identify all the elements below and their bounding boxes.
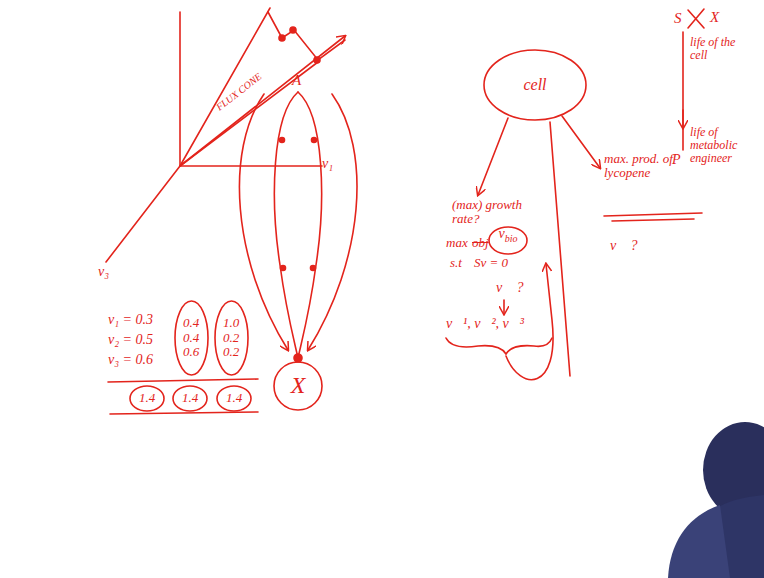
metabolite-dot <box>294 354 302 362</box>
handwritten-note: max <box>446 236 468 250</box>
axis-v1 <box>180 165 322 167</box>
node-text: 1.4 <box>226 391 242 406</box>
node-outline-ellipse <box>489 227 527 254</box>
handwritten-note: A <box>292 72 301 89</box>
node-text: bio <box>505 233 518 245</box>
node-text: cell <box>523 76 546 94</box>
node-outline-ellipse <box>484 50 586 120</box>
handwritten-note: S <box>674 10 682 27</box>
node-text: 0.6 <box>183 345 199 360</box>
node-text: 1.4 <box>182 391 198 406</box>
handwritten-note: s.t <box>450 256 462 270</box>
node-outline-ellipse <box>217 386 251 411</box>
node-text: 0.4 <box>183 331 199 346</box>
node-text: 0.2 <box>223 345 239 360</box>
timeline-line <box>682 32 684 150</box>
cone-ray <box>180 36 345 166</box>
axis-v3 <box>106 166 180 262</box>
presenter <box>668 422 764 578</box>
node-text: 0.2 <box>223 331 239 346</box>
handwritten-note: X <box>710 9 719 26</box>
handwritten-note: FLUX CONE <box>214 71 263 113</box>
sum-circle: 1.4 <box>172 385 208 412</box>
pathway-branch <box>298 92 322 358</box>
axis-v2 <box>179 12 181 166</box>
cone-ray <box>180 62 318 166</box>
product-circle: X <box>273 361 323 411</box>
flux-column-oval: 0.40.40.6 <box>174 300 209 376</box>
brace <box>446 338 552 354</box>
cone-edge <box>268 12 345 60</box>
metabolite-dot <box>280 138 285 143</box>
handwritten-note: v₂ = 0.5 <box>108 332 153 347</box>
handwritten-note: v₃ = 0.6 <box>108 352 153 367</box>
arrow <box>478 118 508 195</box>
underline <box>612 219 694 221</box>
flux-arrow <box>239 94 288 350</box>
node-outline-ellipse <box>274 362 322 410</box>
handwritten-note: life of the cell <box>690 36 750 62</box>
handwritten-note: v⃗ ? <box>610 238 638 253</box>
handwritten-note: v⃗¹, v⃗², v⃗³ <box>446 316 524 331</box>
handwritten-note: v⃗ ? <box>496 280 524 295</box>
flux-column-oval: 1.00.20.2 <box>214 300 249 376</box>
cross-mark <box>688 9 704 28</box>
sum-circle: 1.4 <box>216 385 252 412</box>
cone-point <box>279 35 285 41</box>
arrow <box>562 116 600 168</box>
handwritten-note: v₃ <box>98 264 109 279</box>
node-text: 1.4 <box>139 391 155 406</box>
node-outline-ellipse <box>215 301 248 375</box>
metabolite-dot <box>281 266 286 271</box>
sum-line <box>108 379 258 382</box>
cell-ellipse: cell <box>483 49 587 121</box>
cone-ray <box>180 8 270 166</box>
cone-point <box>314 57 320 63</box>
node-text: X <box>291 372 306 400</box>
flux-arrow <box>308 94 357 350</box>
handwritten-note: life of metabolic engineer <box>690 126 760 166</box>
arrow <box>503 300 505 314</box>
node-outline-ellipse <box>130 386 164 411</box>
handwritten-note: obj <box>472 236 489 250</box>
node-text: v <box>499 226 505 242</box>
node-outline-ellipse <box>173 386 207 411</box>
node-text: 0.4 <box>183 316 199 331</box>
handwritten-note: Sv = 0 <box>474 256 508 270</box>
timeline-arrow <box>682 110 684 128</box>
handwritten-note: P <box>672 152 681 167</box>
underline <box>604 213 702 216</box>
node-outline-ellipse <box>175 301 208 375</box>
sum-line <box>110 412 258 414</box>
node-text: 1.0 <box>223 316 239 331</box>
metabolite-dot <box>312 138 317 143</box>
pathway-branch <box>274 92 298 358</box>
handwritten-note: v₁ <box>322 156 333 171</box>
sum-circle: 1.4 <box>129 385 165 412</box>
handwritten-note: v₁ = 0.3 <box>108 312 153 327</box>
metabolite-dot <box>311 266 316 271</box>
handwritten-note: (max) growth rate? <box>452 198 530 227</box>
cone-point <box>290 27 296 33</box>
biomass-flux-circle: vbio <box>488 226 528 255</box>
